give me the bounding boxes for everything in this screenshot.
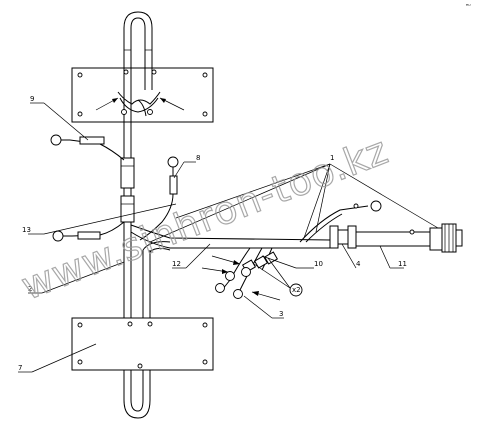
main-vertical-trunk [120, 135, 151, 322]
branch-8-cable [139, 156, 179, 241]
label-4: 4 [356, 260, 361, 268]
label-11: 11 [398, 260, 407, 268]
corner-mark: ᴿᵁ [466, 4, 471, 10]
bottom-mounting-plate [71, 317, 214, 371]
label-2: 2 [28, 285, 32, 293]
label-1: 1 [330, 154, 334, 162]
leader-lines [18, 102, 439, 373]
label-10: 10 [314, 260, 323, 268]
label-7: 7 [18, 364, 22, 372]
label-9: 9 [30, 95, 34, 103]
bottom-cable-loop [123, 370, 151, 419]
label-8: 8 [196, 154, 200, 162]
horizontal-harness [130, 200, 463, 253]
branch-9-cable [50, 134, 125, 161]
watermark: www.sinhron-too.kz [15, 128, 394, 308]
label-x2: x2 [292, 286, 301, 294]
top-cable-loop [123, 11, 153, 108]
label-13: 13 [22, 226, 31, 234]
branch-13-cable [52, 221, 125, 242]
lower-branch-lugs [201, 247, 281, 301]
top-mounting-plate [71, 50, 214, 135]
label-3: 3 [279, 310, 283, 318]
label-12: 12 [172, 260, 181, 268]
